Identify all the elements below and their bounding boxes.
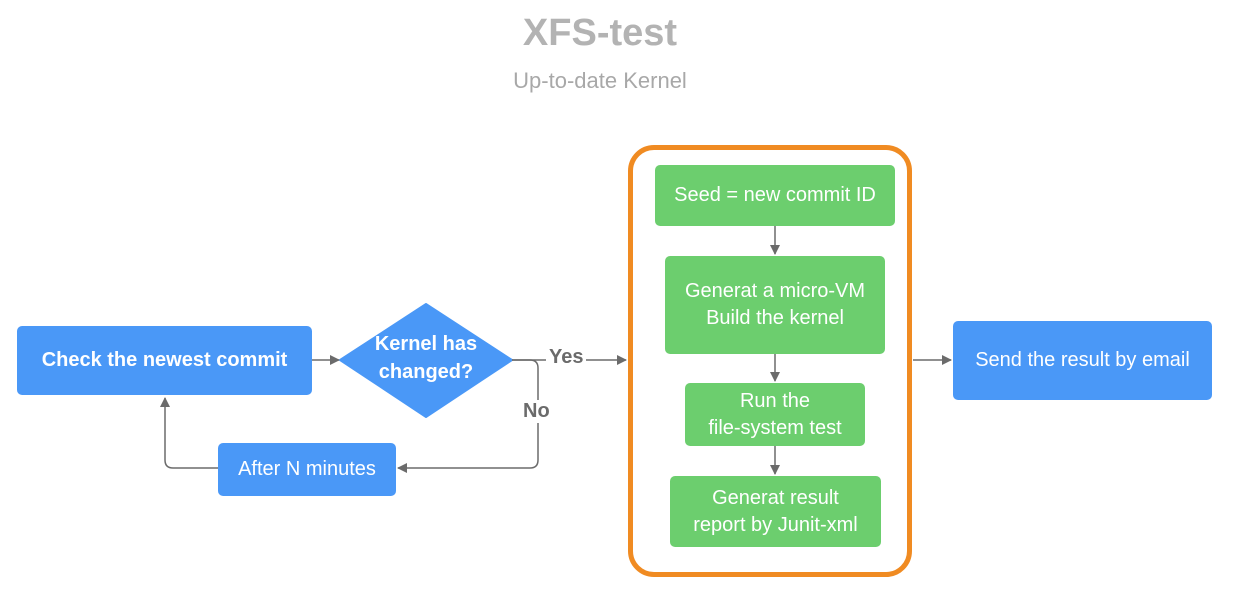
- run-test-node: Run the file-system test: [685, 383, 865, 446]
- decision-diamond: [339, 303, 513, 418]
- edge-label-no: No: [520, 400, 553, 423]
- after-minutes-node: After N minutes: [218, 443, 396, 496]
- report-node: Generat result report by Junit-xml: [670, 476, 881, 547]
- edge-loop-back: [160, 397, 218, 469]
- send-email-node: Send the result by email: [953, 321, 1212, 400]
- diagram-subtitle: Up-to-date Kernel: [513, 68, 687, 93]
- diagram-title: XFS-test: [522, 12, 678, 54]
- decision-label: Kernel has changed?: [374, 333, 478, 383]
- seed-node: Seed = new commit ID: [655, 165, 895, 226]
- micro-vm-node: Generat a micro-VM Build the kernel: [665, 256, 885, 354]
- check-commit-node: Check the newest commit: [17, 326, 312, 395]
- edge-label-yes: Yes: [546, 346, 587, 369]
